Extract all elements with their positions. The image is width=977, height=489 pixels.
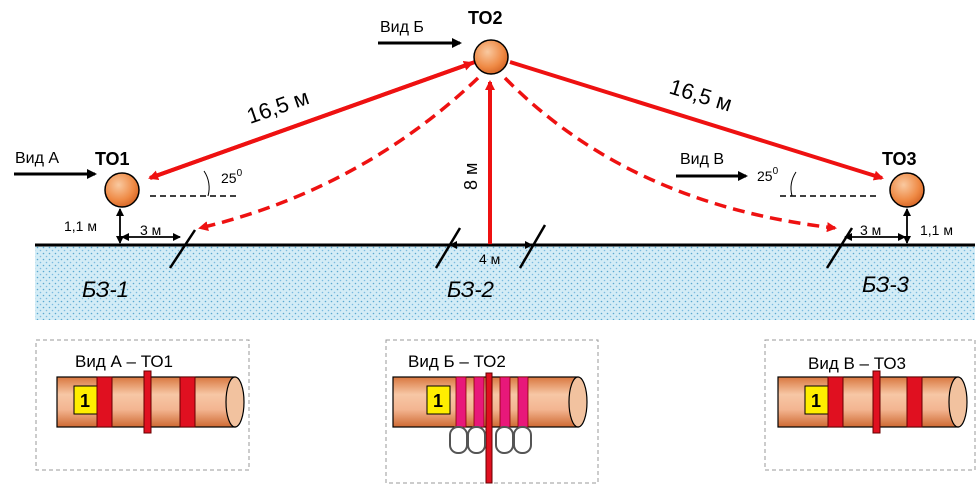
view-v-label: Вид В [680,151,724,168]
detail-view-a: Вид А – ТО1 1 [35,339,250,471]
zone-bz1: БЗ-1 [82,277,129,302]
dashed-cable-right [503,76,837,233]
zone-bz2: БЗ-2 [447,277,494,302]
view-b-label: Вид Б [380,19,424,36]
angle-left-arc [203,170,210,197]
point-to1-ball [104,172,140,208]
label-to2: ТО2 [468,8,503,28]
height-left-label: 1,1 м [64,218,97,234]
detail-view-v: Вид В – ТО3 1 [764,339,976,471]
dashed-cable-left [198,76,480,232]
zone-bz3: БЗ-3 [862,272,910,297]
marker-label: 1 [80,391,90,411]
offset-left-label: 3 м [140,222,161,238]
label-to1: ТО1 [95,149,130,169]
right-cable-length: 16,5 м [667,74,736,117]
label-to3: ТО3 [882,149,917,169]
marker-label: 1 [433,391,443,411]
point-to2-ball [473,39,509,75]
height-center: 8 м [461,163,481,190]
angle-right-arc [790,171,797,197]
detail-v-title: Вид В – ТО3 [808,354,906,373]
cable-to2-to3 [509,60,884,181]
zone-tick-2a [434,227,462,269]
detail-b-title: Вид Б – ТО2 [408,352,506,371]
offset-right-label: 3 м [860,222,881,238]
detail-a-title: Вид А – ТО1 [75,352,173,371]
detail-view-b: Вид Б – ТО2 1 [385,339,599,484]
marker-label: 1 [811,391,821,411]
height-right-label: 1,1 м [920,222,953,238]
point-to3-ball [889,172,925,208]
angle-right-text: 250 [757,166,779,184]
zone-width-label: 4 м [479,251,500,267]
cable-to1-to2 [149,60,474,180]
zone-tick-1 [168,229,197,269]
angle-left-text: 250 [221,168,243,186]
view-a-label: Вид А [15,150,59,167]
ground-zone [35,245,975,320]
